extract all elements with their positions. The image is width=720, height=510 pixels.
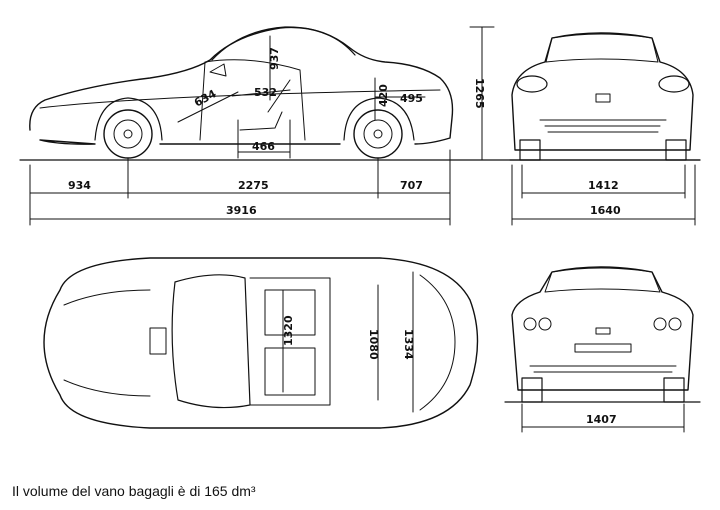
dim-rear-depth: 495 [400,92,423,105]
rear-view: 1407 [504,266,701,433]
dim-front-overhang: 934 [68,179,91,192]
front-view: 1412 1640 [509,32,701,226]
dim-head-room: 937 [268,47,281,70]
dim-top-b: 1080 [367,329,380,360]
dim-seat-back: 634 [192,87,219,109]
luggage-volume-caption: Il volume del vano bagagli è di 165 dm³ [12,483,256,499]
dim-top-a: 1320 [282,315,295,346]
dim-overall-width: 1640 [590,204,621,217]
dim-rear-height: 420 [377,84,390,107]
dim-rear-track: 1407 [586,413,617,426]
dim-seat-depth: 466 [252,140,275,153]
top-view: 1320 1080 1334 [43,257,479,429]
dim-front-track: 1412 [588,179,619,192]
dim-height: 1265 [473,78,486,109]
dim-top-c: 1334 [402,329,415,360]
dim-knee: 532 [254,86,277,99]
dim-overall-length: 3916 [226,204,257,217]
dim-wheelbase: 2275 [238,179,269,192]
dim-rear-overhang: 707 [400,179,423,192]
